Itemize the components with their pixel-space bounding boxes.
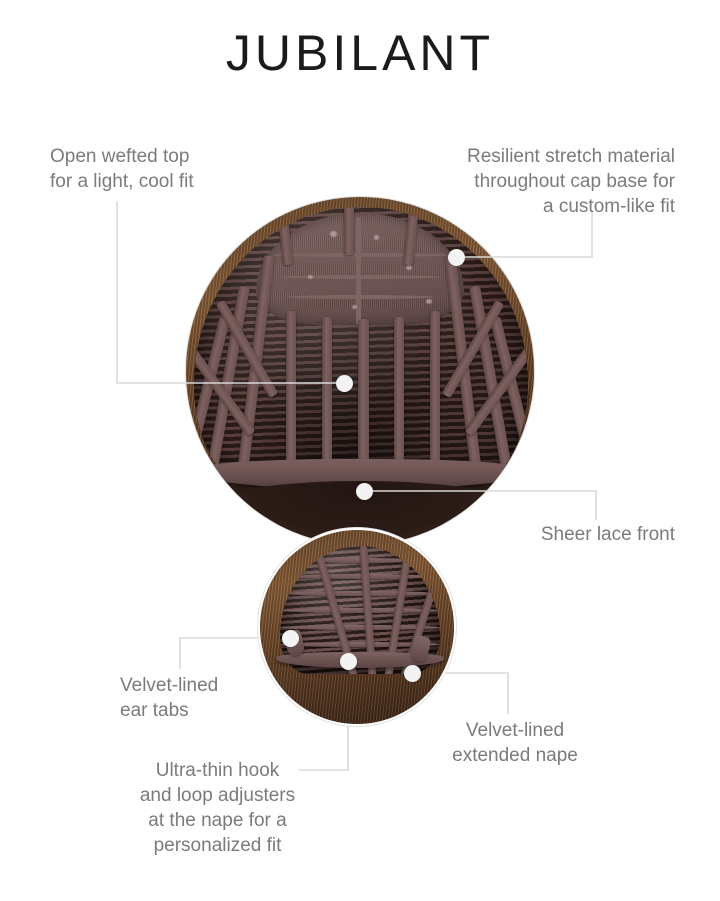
weft-band <box>280 642 440 647</box>
callout-label-resilient-stretch: Resilient stretch material throughout ca… <box>466 146 675 217</box>
crown-seam <box>280 275 440 279</box>
weft-band <box>280 625 440 630</box>
cap-strap <box>286 311 296 481</box>
callout-label-hook-and-loop: Ultra-thin hook and loop adjusters at th… <box>139 760 296 856</box>
crown-seam <box>286 295 434 299</box>
weft-band <box>282 608 440 613</box>
callout-dot-resilient-stretch[interactable] <box>447 248 465 266</box>
cap-strap <box>394 317 404 481</box>
callout-dot-sheer-lace-front[interactable] <box>355 482 373 500</box>
callout-label-sheer-lace-front: Sheer lace front <box>540 524 675 545</box>
cap-strap <box>358 319 369 481</box>
callout-label-open-wefted-top: Open wefted top for a light, cool fit <box>50 146 194 192</box>
fabric-speck <box>308 275 313 279</box>
cap-back-illustration <box>260 530 454 724</box>
callout-dot-extended-nape[interactable] <box>403 664 421 682</box>
callout-label-extended-nape: Velvet-lined extended nape <box>452 720 578 766</box>
cap-strap <box>430 311 440 481</box>
cap-dome <box>194 207 528 483</box>
crown-seam <box>356 217 361 325</box>
fabric-speck <box>406 265 412 270</box>
callout-label-ear-tabs: Velvet-lined ear tabs <box>120 675 219 721</box>
weft-band <box>286 591 436 596</box>
cap-strap <box>322 317 332 481</box>
fabric-speck <box>374 235 379 240</box>
fabric-speck <box>330 231 337 237</box>
callout-dot-open-wefted-top[interactable] <box>335 374 353 392</box>
page-title: JUBILANT <box>225 25 495 81</box>
callout-dot-ear-tabs[interactable] <box>281 629 299 647</box>
fabric-speck <box>352 305 357 309</box>
cap-strap <box>344 207 354 255</box>
crown-seam <box>272 253 448 257</box>
callout-dot-hook-and-loop[interactable] <box>339 652 357 670</box>
fabric-speck <box>426 299 432 304</box>
wig-cap-back-photo <box>258 528 456 726</box>
